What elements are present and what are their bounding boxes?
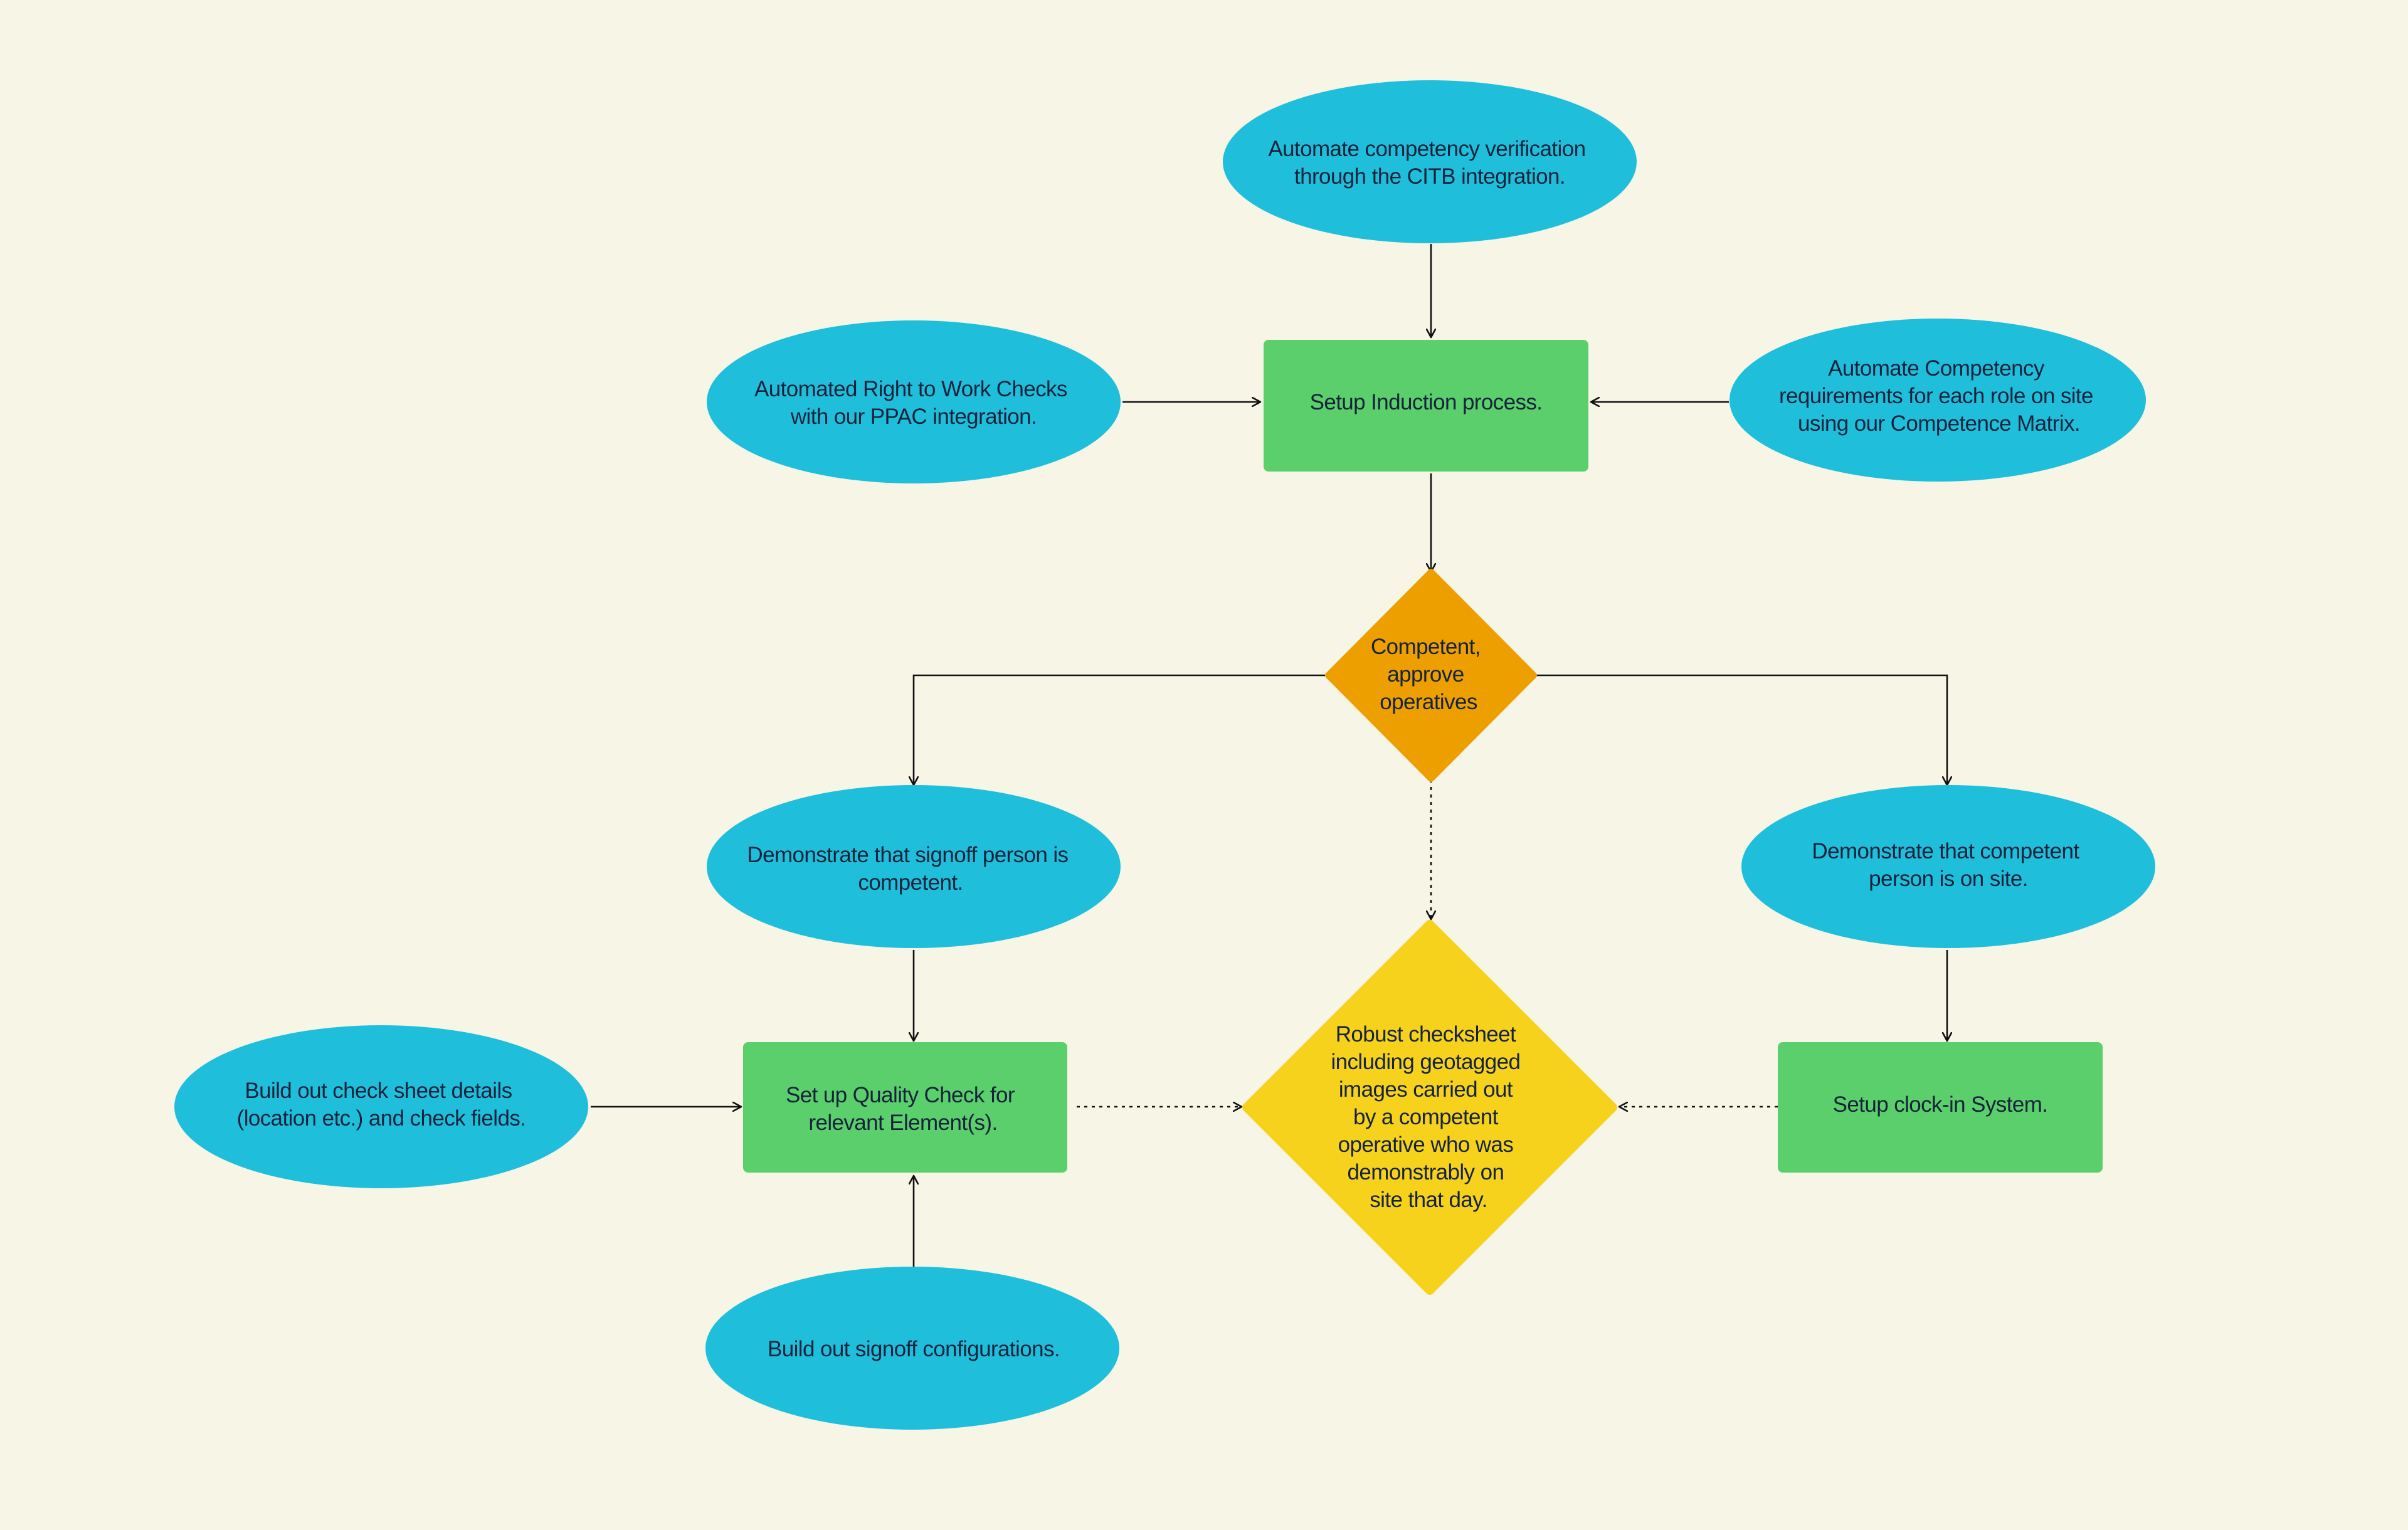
edge-decision-to-signoff-competent — [914, 674, 1325, 785]
competence-matrix-label: Automate Competency requirements for eac… — [1779, 356, 2099, 436]
clock-in-shape — [1778, 1042, 2103, 1173]
quality-check-node: Set up Quality Check for relevant Elemen… — [743, 1042, 1067, 1173]
quality-check-label: Set up Quality Check for relevant Elemen… — [786, 1083, 1020, 1135]
competent-approve-label: Competent, approve operatives — [1371, 635, 1486, 714]
nodes-layer: Automate competency verification through… — [174, 80, 2155, 1430]
clock-in-label: Setup clock-in System. — [1833, 1092, 2048, 1117]
edge-decision-to-competent-on-site — [1535, 674, 1947, 785]
signoff-competent-node: Demonstrate that signoff person is compe… — [707, 785, 1121, 948]
competent-approve-node: Competent, approve operatives — [1325, 569, 1537, 782]
right-to-work-shape — [707, 320, 1121, 483]
competence-matrix-node: Automate Competency requirements for eac… — [1729, 319, 2146, 482]
citb-integration-label: Automate competency verification through… — [1268, 137, 1591, 189]
signoff-config-shape — [705, 1267, 1119, 1430]
quality-check-shape — [743, 1042, 1067, 1173]
clock-in-node: Setup clock-in System. — [1778, 1042, 2103, 1173]
citb-integration-shape — [1223, 80, 1637, 243]
signoff-config-label: Build out signoff configurations. — [768, 1337, 1060, 1361]
right-to-work-node: Automated Right to Work Checks with our … — [707, 320, 1121, 483]
signoff-config-node: Build out signoff configurations. — [705, 1267, 1119, 1430]
competent-on-site-node: Demonstrate that competent person is on … — [1741, 785, 2155, 948]
check-sheet-details-label: Build out check sheet details (location … — [237, 1079, 526, 1131]
competent-on-site-shape — [1741, 785, 2155, 948]
competence-matrix-shape — [1729, 319, 2146, 482]
robust-checksheet-shape — [1242, 920, 1617, 1295]
robust-checksheet-label: Robust checksheet including geotagged im… — [1331, 1022, 1526, 1212]
induction-shape — [1264, 340, 1588, 472]
signoff-competent-shape — [707, 785, 1121, 948]
right-to-work-label: Automated Right to Work Checks with our … — [754, 377, 1073, 429]
signoff-competent-label: Demonstrate that signoff person is compe… — [747, 843, 1074, 895]
check-sheet-details-node: Build out check sheet details (location … — [174, 1025, 588, 1188]
edges-layer — [591, 244, 1947, 1267]
induction-node: Setup Induction process. — [1264, 340, 1588, 472]
robust-checksheet-node: Robust checksheet including geotagged im… — [1242, 920, 1617, 1295]
check-sheet-details-shape — [174, 1025, 588, 1188]
citb-integration-node: Automate competency verification through… — [1223, 80, 1637, 243]
competent-on-site-label: Demonstrate that competent person is on … — [1812, 839, 2084, 891]
induction-label: Setup Induction process. — [1310, 390, 1543, 414]
competent-approve-shape — [1325, 569, 1537, 782]
